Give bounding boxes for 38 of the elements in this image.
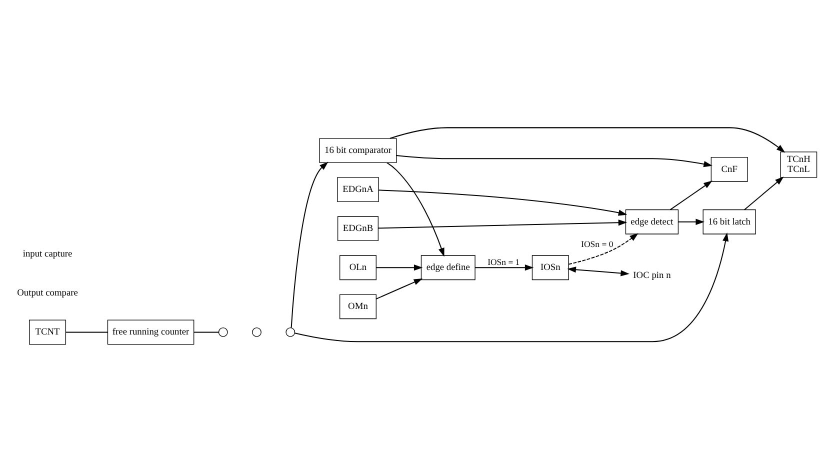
arrow: [678, 218, 704, 225]
node-circle: [252, 327, 262, 337]
connector: [66, 332, 108, 333]
arrow: [568, 233, 638, 265]
node-box: EDGnA: [337, 177, 379, 202]
arrow: [378, 190, 628, 216]
edge-label: IOSn = 1: [488, 257, 520, 268]
arrow: [744, 176, 784, 210]
arrow: [475, 264, 534, 271]
arrow: [390, 127, 786, 153]
arrow: [378, 220, 628, 229]
node-box: 16 bit comparator: [319, 138, 397, 164]
arrow: [567, 266, 630, 276]
node-box: free running counter: [107, 320, 194, 345]
node-box: CnF: [710, 156, 748, 182]
node-text: IOC pin n: [633, 271, 671, 282]
label: input capture: [22, 250, 72, 260]
node-box: edge define: [420, 255, 476, 280]
edge-label: IOSn = 0: [581, 239, 614, 250]
node-box: edge detect: [625, 209, 679, 234]
arrow: [670, 180, 712, 210]
label: Output compare: [17, 288, 78, 299]
node-circle: [286, 327, 296, 337]
node-box: OMn: [339, 294, 376, 320]
node-box: IOSn: [532, 255, 569, 280]
arrow: [386, 162, 444, 257]
node-circle: [218, 327, 228, 337]
arrow: [294, 232, 729, 342]
connector: [194, 332, 219, 333]
arrow: [290, 162, 328, 328]
arrow: [396, 155, 712, 168]
node-box: 16 bit latch: [702, 209, 756, 234]
arrow: [376, 278, 423, 300]
node-box: OLn: [339, 255, 376, 280]
node-box: TCnH TCnL: [780, 152, 818, 178]
node-box: EDGnB: [337, 216, 379, 242]
node-box: TCNT: [29, 320, 66, 345]
arrow: [376, 264, 423, 271]
